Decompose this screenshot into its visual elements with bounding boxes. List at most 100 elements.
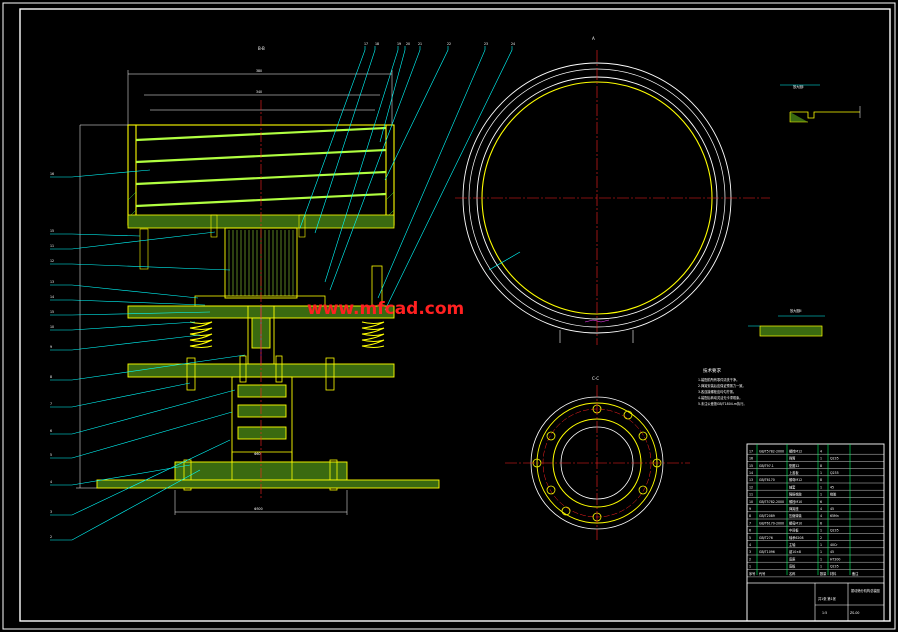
bom-cell: 8	[820, 478, 822, 482]
bom-cell: Q235	[830, 457, 839, 461]
detail-view-2: 放大图II	[748, 308, 825, 337]
bom-cell: 2	[749, 557, 751, 561]
left-height-dimension	[76, 124, 128, 489]
bom-cell: 1	[820, 550, 822, 554]
balloon-left-12: 6	[50, 429, 52, 433]
bom-cell: 4	[749, 543, 751, 547]
drawing-title: 振动筛分机构总装图	[851, 588, 880, 593]
dim-top-width: 380	[256, 69, 262, 73]
detail-label-1: 放大图I	[793, 84, 804, 89]
bom-cell: 1	[820, 543, 822, 547]
watermark-middle: mf	[360, 299, 386, 319]
bom-cell: 1	[820, 471, 822, 475]
top-dimensions	[127, 70, 393, 125]
watermark-prefix: www.	[307, 299, 360, 319]
bom-cell: 5	[749, 536, 751, 540]
dim-shaft-dia: Φ60	[254, 452, 261, 456]
balloon-left-8: 10	[50, 325, 54, 329]
balloon-left-2: 15	[50, 229, 54, 233]
ring-top-view: A	[455, 36, 770, 345]
left-balloon-labels: 16 15 11 12 13 14 15 10 9 8 7 6 5 4 3 2	[50, 172, 54, 539]
bom-cell: 4	[820, 449, 822, 453]
bom-cell: 6	[820, 500, 822, 504]
bom-cell: 13	[749, 478, 753, 482]
bom-cell: 1	[820, 529, 822, 533]
bom-cell: 15	[749, 464, 753, 468]
bom-cell: 14	[749, 471, 753, 475]
bom-cell: Q235	[830, 471, 839, 475]
balloon-left-15: 3	[50, 510, 52, 514]
bom-cell: 底板	[789, 564, 796, 569]
svg-text:www.mfcad.com: www.mfcad.com	[307, 299, 464, 319]
notes-title: 技术要求	[703, 367, 721, 374]
note-5: 5.未注公差按GB/T1804-m执行。	[698, 401, 747, 406]
bom-cell: 1	[820, 493, 822, 497]
balloon-top-6: 22	[447, 42, 451, 46]
bom-cell: 1	[820, 485, 822, 489]
bom-header-cell: 序号	[749, 571, 755, 576]
bom-cell: 16	[749, 457, 753, 461]
main-section-view: B-B 380 340	[76, 46, 440, 515]
bom-cell: 4	[820, 514, 822, 518]
balloon-top-7: 23	[484, 42, 488, 46]
bom-cell: 45	[830, 550, 834, 554]
balloon-left-9: 9	[50, 345, 52, 349]
watermark-suffix: cad.com	[385, 299, 465, 319]
balloon-left-11: 7	[50, 402, 52, 406]
bom-cell: 11	[749, 493, 753, 497]
drawing-scale: 1:5	[822, 611, 827, 615]
detail-label-2: 放大图II	[790, 308, 802, 313]
drawing-number: ZS-00	[850, 611, 859, 615]
bom-cell: 8	[820, 464, 822, 468]
watermark: www.mfcad.com	[307, 299, 464, 319]
bom-cell: Q235	[830, 565, 839, 569]
bom-cell: 隔振橡胶	[789, 492, 803, 497]
detail-view-1: 放大图I	[780, 84, 861, 123]
bom-cell: 1	[749, 565, 751, 569]
drawing-border	[19, 8, 891, 622]
balloon-top-1: 17	[364, 42, 368, 46]
left-leaders	[50, 169, 246, 541]
side-post	[371, 265, 383, 307]
bom-header-cell: 材料	[830, 571, 837, 576]
bom-cell: 上盖板	[789, 470, 799, 475]
balloon-left-3: 11	[50, 244, 54, 248]
section-label-flange: C-C	[592, 376, 599, 381]
drawing-sheet: 共1张 第1张	[818, 596, 837, 601]
balloon-left-5: 13	[50, 280, 54, 284]
bom-cell: 1	[820, 565, 822, 569]
bom-cell: 45	[830, 507, 834, 511]
note-3: 3.各连接螺栓应均匀拧紧。	[698, 389, 736, 394]
bom-cell: 9	[749, 507, 751, 511]
middle-bolts	[186, 355, 335, 391]
dim-base-width: Φ300	[254, 507, 263, 511]
bom-cell: 螺栓M12	[789, 448, 802, 453]
top-leaders	[299, 46, 513, 311]
balloon-top-4: 20	[406, 42, 410, 46]
bom-cell: GB/T6170	[759, 478, 775, 482]
bom-cell: 45	[830, 485, 834, 489]
note-2: 2.弹簧安装后应保证预紧力一致。	[698, 383, 746, 388]
bom-header-cell: 备注	[852, 571, 859, 576]
balloon-left-6: 14	[50, 295, 54, 299]
balloon-left-10: 8	[50, 375, 52, 379]
bom-cell: 中间板	[789, 528, 799, 533]
bom-cell: 轴承6208	[789, 535, 804, 540]
bom-cell: 1	[820, 557, 822, 561]
dim-inner-width: 340	[256, 90, 262, 94]
note-1: 1.装配前所有零件清洗干净。	[698, 377, 739, 382]
bom-cell: 螺母M10	[789, 520, 802, 525]
bom-header-cell: 数量	[820, 571, 827, 576]
bom-cell: 6	[749, 529, 751, 533]
bom-cell: 8	[749, 514, 751, 518]
bom-header-cell: 名称	[789, 571, 796, 576]
flange-section-view: C-C	[505, 376, 690, 540]
damper-flange	[194, 295, 326, 307]
balloon-left-7: 15	[50, 310, 54, 314]
balloon-top-3: 19	[397, 42, 401, 46]
bom-cell: 65Mn	[830, 514, 839, 518]
bom-cell: 键10×8	[789, 549, 801, 554]
bom-cell: 橡胶	[830, 492, 837, 497]
bom-cell: 筛筒	[789, 456, 795, 461]
bom-cell: 垫圈12	[789, 463, 799, 468]
